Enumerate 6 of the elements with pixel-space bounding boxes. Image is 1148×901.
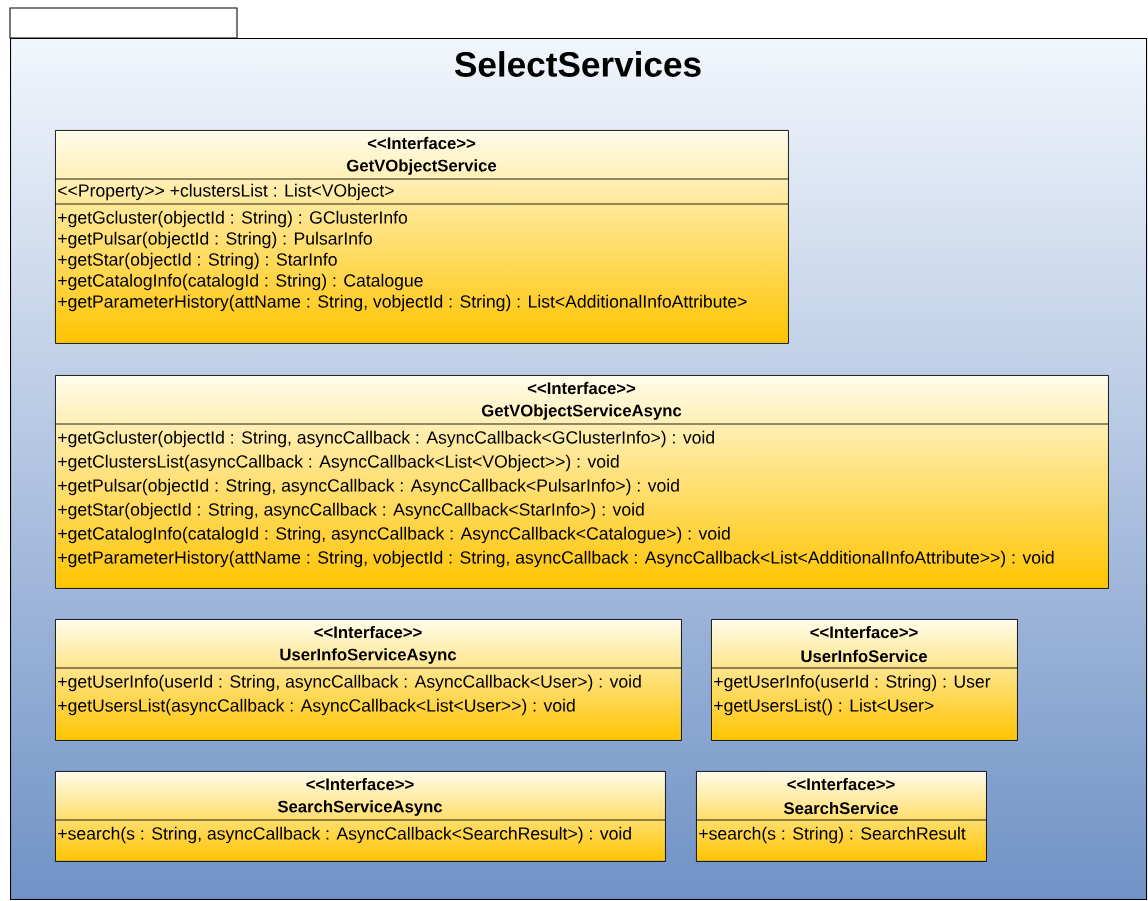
interface-class-box: <<Interface>> SearchServiceAsync +search(s : String, asyncCallback : AsyncCallback<SearchResult>) : void — [54, 771, 666, 862]
interface-class-box: <<Interface>> GetVObjectServiceAsync +getGcluster(objectId : String, asyncCallback : AsyncCallback<GClusterInfo>) : void +getClustersList(asyncCallback : AsyncCallback<List<VObject>>) : void +getPulsar(objectId : String, asyncCallback : AsyncCallback<PulsarInfo>) : void +getStar(objectId : String, asyncCallback : AsyncCallback<StarInfo>) : void +getCatalogInfo(catalogId : String, asyncCallback : AsyncCallback<Catalogue>) : void +getParameterHistory(attName : String, vobjectId : String, asyncCallback : AsyncCallback<List<AdditionalInfoAttribute>>) : void — [54, 375, 1109, 589]
interface-class-box: <<Interface>> UserInfoService +getUserInfo(userId : String) : User +getUsersList() : List<User> — [710, 619, 1018, 741]
interface-class-box: <<Interface>> GetVObjectService <<Property>> +clustersList : List<VObject> +getGcluster(objectId : String) : GClusterInfo +getPulsar(objectId : String) : PulsarInfo +getStar(objectId : String) : StarInfo +getCatalogInfo(catalogId : String) : Catalogue +getParameterHistory(attName : String, vobjectId : String) : List<AdditionalInfoAttribute> — [54, 130, 789, 344]
interface-class-box: <<Interface>> UserInfoServiceAsync +getUserInfo(userId : String, asyncCallback : AsyncCallback<User>) : void +getUsersList(asyncCallback : AsyncCallback<List<User>>) : void — [54, 619, 682, 741]
interface-class-box: <<Interface>> SearchService +search(s : String) : SearchResult — [695, 771, 987, 862]
